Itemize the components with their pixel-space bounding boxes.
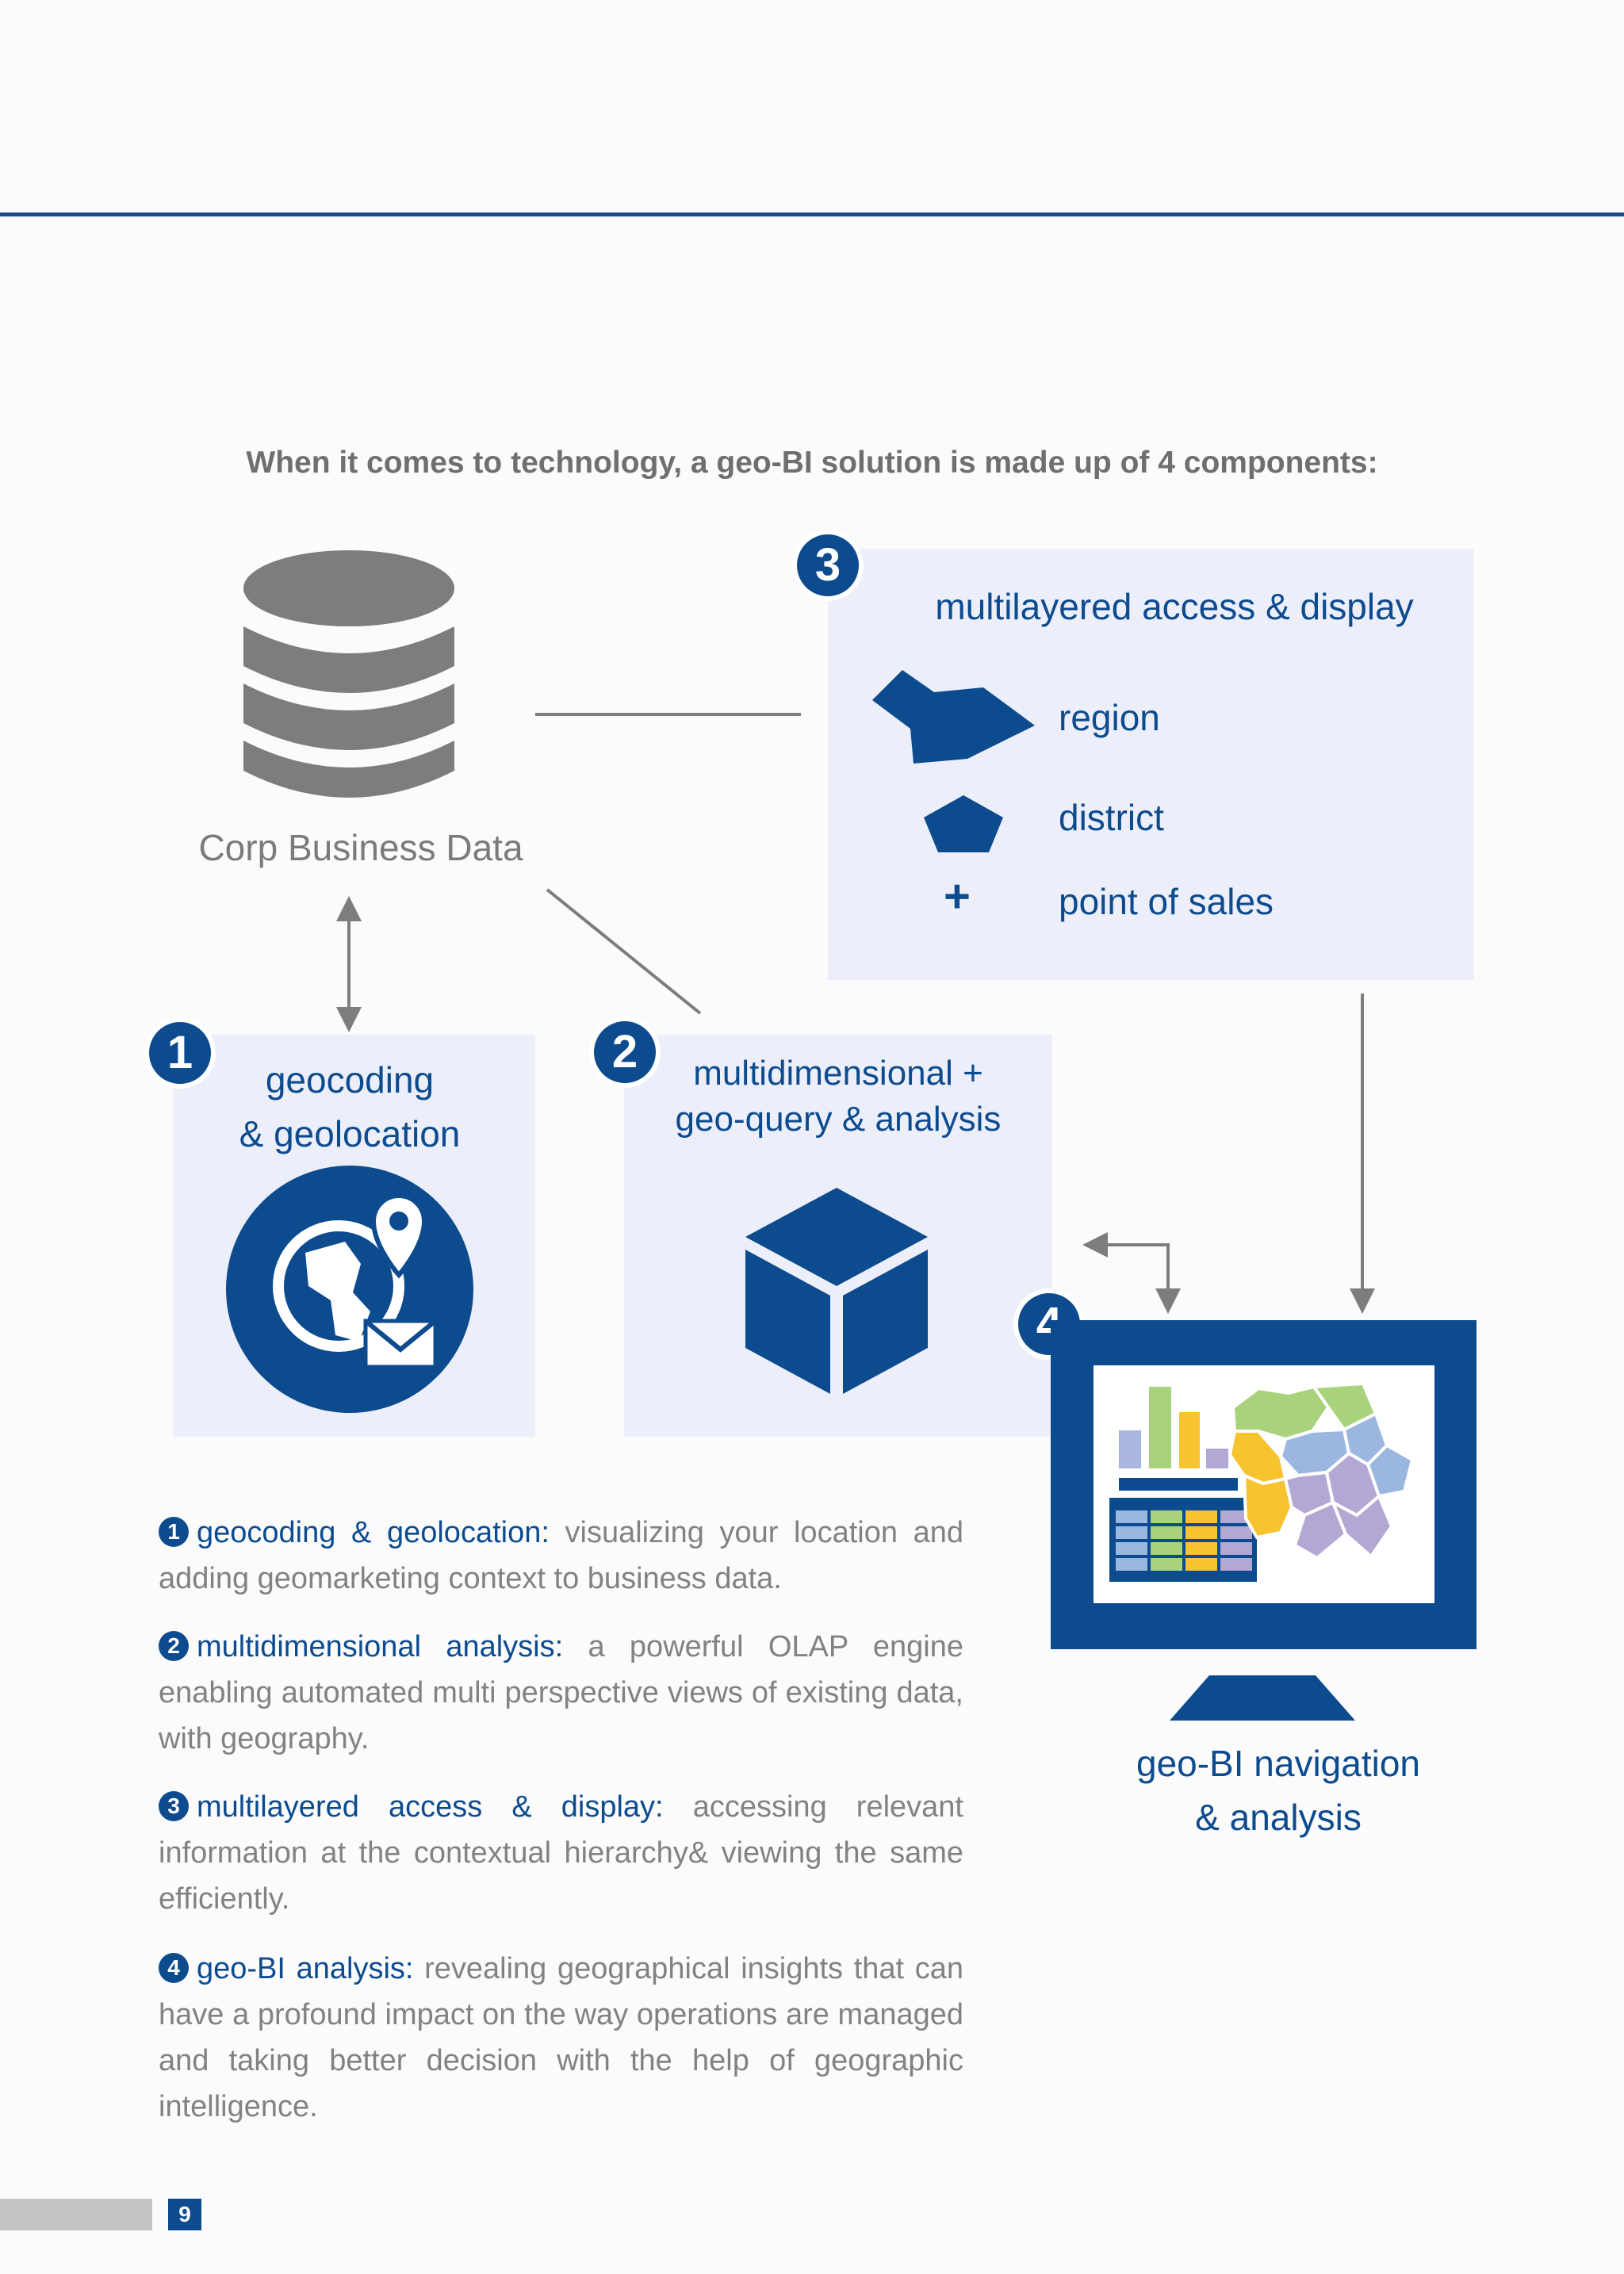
description-4-lead: geo-BI analysis: <box>197 1952 414 1985</box>
monitor-title: geo-BI navigation & analysis <box>1072 1736 1484 1844</box>
intro-heading: When it comes to technology, a geo-BI so… <box>246 446 1378 480</box>
description-1-text: visualizing your location and adding geo… <box>159 1516 963 1595</box>
description-3: 3 multilayered access & display: accessin… <box>159 1784 963 1922</box>
olap-title-line1: multidimensional + <box>693 1054 983 1093</box>
geocoding-title-line2: & geolocation <box>239 1113 461 1154</box>
badge-3: 3 <box>792 530 864 601</box>
description-2-text: a powerful OLAP engine enabling automate… <box>159 1630 963 1755</box>
description-1: 1 geocoding & geolocation: visualizing yo… <box>159 1510 963 1602</box>
layers-panel <box>828 549 1473 980</box>
monitor-title-line2: & analysis <box>1195 1797 1362 1838</box>
description-3-lead: multilayered access & display: <box>197 1790 664 1824</box>
description-4: 4 geo-BI analysis: revealing geographical… <box>159 1946 963 2130</box>
globe-location-mail-icon <box>226 1166 473 1413</box>
database-icon <box>243 550 454 798</box>
description-1-number: 1 <box>159 1517 189 1547</box>
top-rule <box>0 212 1624 216</box>
badge-2: 2 <box>589 1016 661 1088</box>
database-label: Corp Business Data <box>198 827 523 868</box>
olap-title: multidimensional + geo-query & analysis <box>624 1051 1052 1143</box>
badge-1: 1 <box>144 1017 216 1089</box>
district-pentagon-icon <box>924 795 1003 852</box>
monitor-dashboard-icon <box>1051 1320 1477 1721</box>
legend-pos-label: point of sales <box>1059 881 1274 922</box>
description-3-number: 3 <box>159 1791 189 1821</box>
olap-title-line2: geo-query & analysis <box>675 1100 1002 1139</box>
description-1-lead: geocoding & geolocation: <box>197 1516 550 1549</box>
description-2-lead: multidimensional analysis: <box>197 1630 564 1663</box>
description-2: 2 multidimensional analysis: a powerful O… <box>159 1624 963 1762</box>
geocoding-title: geocoding & geolocation <box>173 1053 527 1161</box>
legend-district-label: district <box>1059 797 1164 838</box>
description-3-text: accessing relevant information at the co… <box>159 1790 963 1916</box>
line-db-to-olap <box>546 888 702 1015</box>
description-4-number: 4 <box>159 1953 189 1983</box>
layers-title: multilayered access & display <box>935 586 1414 627</box>
legend-region-label: region <box>1059 697 1160 738</box>
description-2-number: 2 <box>159 1631 189 1661</box>
plus-icon: + <box>944 871 971 922</box>
page-number: 9 <box>168 2199 201 2230</box>
monitor-title-line1: geo-BI navigation <box>1136 1743 1421 1784</box>
footer-bar <box>0 2199 152 2230</box>
description-4-text: revealing geographical insights that can… <box>159 1952 963 2123</box>
region-icon <box>872 670 1035 764</box>
arrow-olap-monitor <box>1082 1232 1181 1314</box>
olap-cube-icon <box>745 1188 928 1394</box>
geocoding-title-line1: geocoding <box>265 1059 435 1101</box>
